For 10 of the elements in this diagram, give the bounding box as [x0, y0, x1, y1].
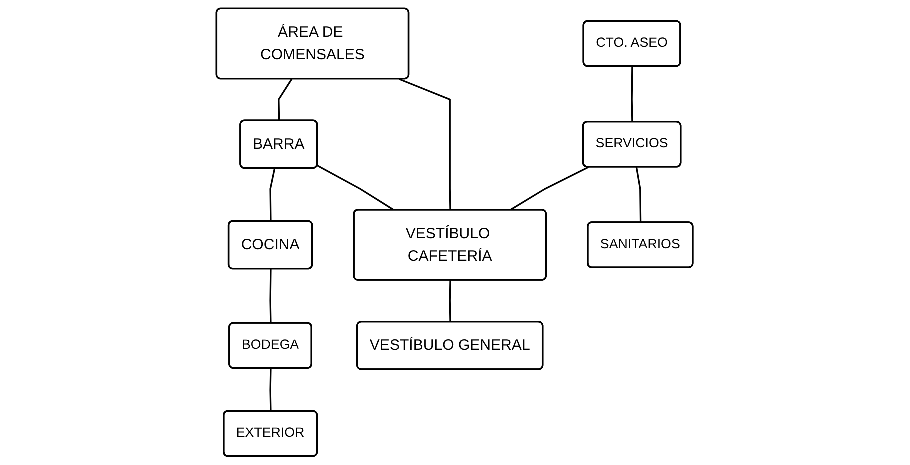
connector	[636, 167, 642, 223]
connector	[317, 165, 395, 212]
connector	[449, 280, 452, 322]
connector	[399, 78, 452, 210]
connector	[270, 269, 272, 324]
connector	[270, 168, 276, 222]
connector	[510, 166, 590, 212]
connector	[631, 66, 634, 122]
connector	[270, 368, 272, 412]
connector	[278, 78, 293, 122]
